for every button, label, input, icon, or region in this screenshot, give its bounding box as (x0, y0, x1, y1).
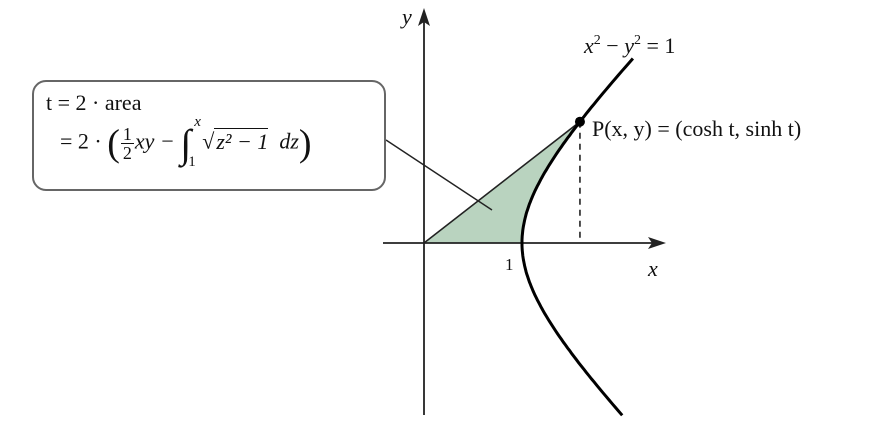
denominator: 2 (122, 143, 132, 163)
prefix: = 2 · (60, 128, 102, 154)
xy-term: xy − (134, 128, 175, 154)
radicand: z² − 1 (214, 127, 269, 154)
numerator: 1 (120, 124, 134, 144)
right-paren: ) (298, 122, 312, 165)
dz: dz (279, 128, 299, 154)
lower-limit: 1 (188, 154, 196, 170)
y-axis-arrow (418, 8, 430, 26)
callout-leader-line (385, 139, 493, 211)
x-axis-arrow (648, 237, 666, 249)
upper-limit: x (194, 114, 201, 130)
sqrt-sign: √ (202, 128, 215, 154)
formula-line-1: t = 2 · area (46, 90, 142, 115)
ray-to-point (423, 121, 581, 244)
tick-label-one: 1 (505, 255, 514, 274)
point-label: P(x, y) = (cosh t, sinh t) (592, 116, 801, 141)
left-paren: ( (107, 122, 120, 165)
equation-label: x2 − y2 = 1 (583, 33, 675, 58)
hyperbola-curve (520, 57, 635, 417)
y-axis-label: y (400, 4, 412, 29)
x-axis-label: x (647, 256, 658, 281)
point-p (574, 116, 585, 127)
